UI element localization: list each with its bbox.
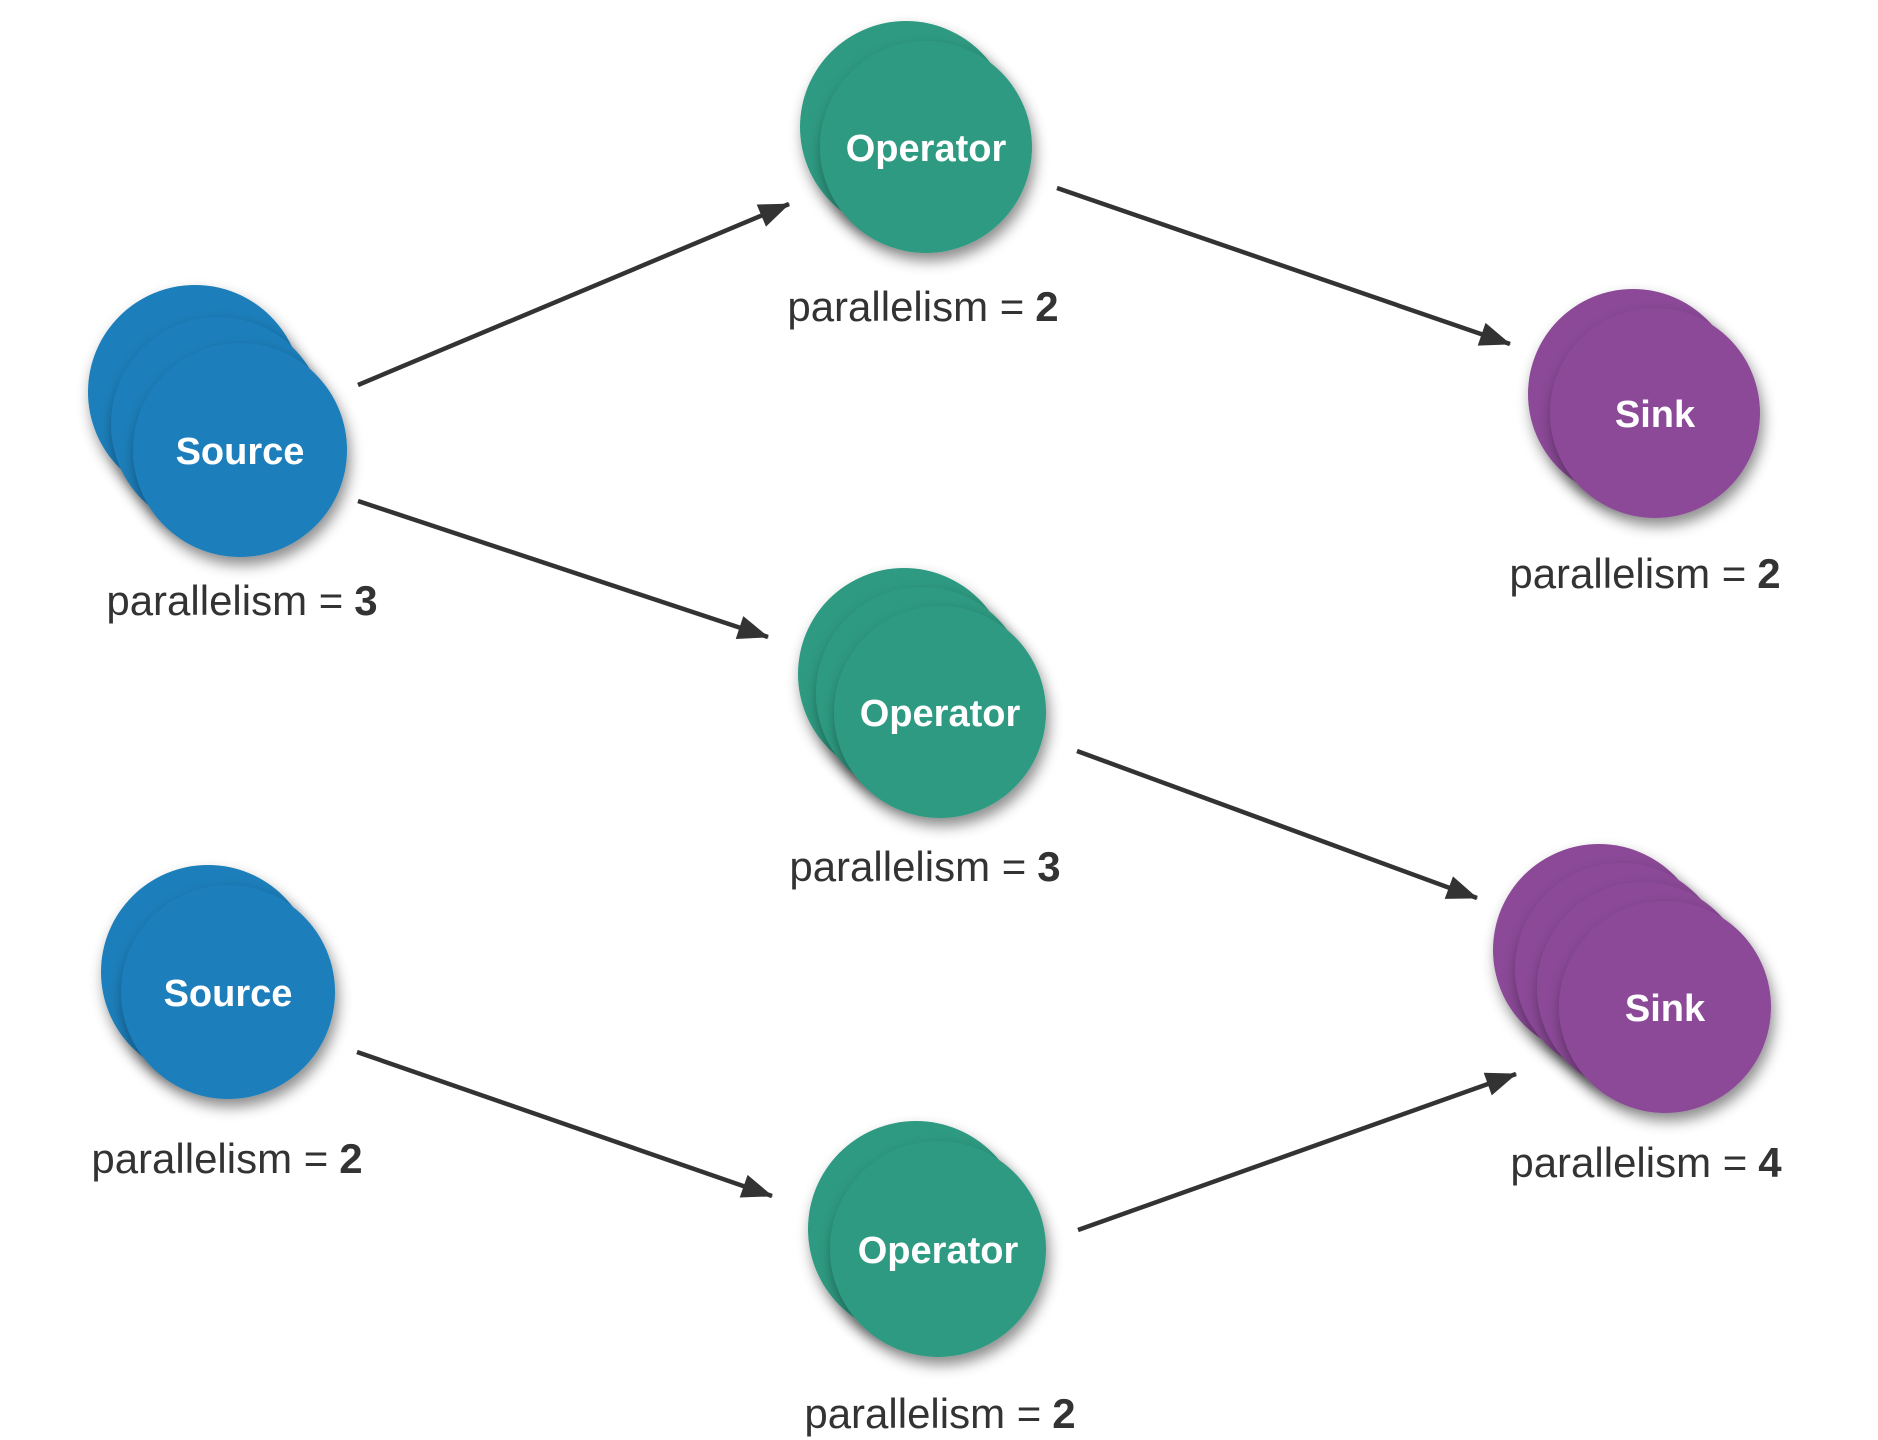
parallelism-label-sink-top: parallelism =2 [1509, 550, 1780, 597]
node-sink-top: Sink [1528, 289, 1760, 518]
node-source-bottom: Source [101, 865, 335, 1099]
parallelism-prefix: parallelism = [789, 843, 1026, 890]
operator-top-label: Operator [846, 128, 1007, 170]
parallelism-prefix: parallelism = [787, 283, 1024, 330]
operator-bottom-instance-1-circle [830, 1141, 1046, 1357]
parallelism-label-source-bottom: parallelism =2 [91, 1135, 362, 1182]
source-top-instance-1-circle [133, 343, 347, 557]
node-operator-middle: Operator [798, 568, 1046, 818]
parallelism-prefix: parallelism = [106, 577, 343, 624]
operator-top-instance-1-circle [820, 41, 1032, 253]
edge-source-bottom-to-operator-bottom [356, 1049, 773, 1199]
operator-middle-label: Operator [860, 693, 1021, 735]
parallelism-value: 4 [1758, 1139, 1782, 1186]
parallelism-label-source-top: parallelism =3 [106, 577, 377, 624]
parallelism-label-operator-middle: parallelism =3 [789, 843, 1060, 890]
parallelism-prefix: parallelism = [91, 1135, 328, 1182]
edge-source-top-to-operator-middle [357, 498, 769, 640]
parallelism-label-sink-bottom: parallelism =4 [1510, 1139, 1782, 1186]
sink-bottom-label: Sink [1625, 988, 1706, 1030]
parallelism-value: 3 [354, 577, 377, 624]
edge-operator-top-to-sink-top [1056, 185, 1511, 347]
source-bottom-label: Source [164, 973, 293, 1015]
parallelism-prefix: parallelism = [1509, 550, 1746, 597]
parallelism-prefix: parallelism = [804, 1390, 1041, 1437]
operator-middle-instance-1-circle [834, 606, 1046, 818]
edge-source-top-to-operator-top [357, 201, 790, 388]
node-sink-bottom: Sink [1493, 844, 1771, 1113]
sink-bottom-instance-1-circle [1559, 901, 1771, 1113]
edge-operator-bottom-to-sink-bottom [1077, 1071, 1517, 1233]
sink-top-instance-1-circle [1550, 308, 1760, 518]
sink-top-label: Sink [1615, 394, 1696, 436]
parallelism-value: 2 [1035, 283, 1058, 330]
parallelism-value: 3 [1037, 843, 1060, 890]
parallelism-labels: parallelism =3 parallelism =2 parallelis… [91, 283, 1782, 1437]
node-source-top: Source [88, 285, 347, 557]
parallelism-value: 2 [1757, 550, 1780, 597]
edge-operator-middle-to-sink-bottom [1076, 748, 1478, 901]
parallelism-value: 2 [1052, 1390, 1075, 1437]
node-operator-top: Operator [800, 21, 1032, 253]
parallelism-value: 2 [339, 1135, 362, 1182]
node-operator-bottom: Operator [808, 1121, 1046, 1357]
parallelism-prefix: parallelism = [1510, 1139, 1747, 1186]
source-bottom-instance-1-circle [121, 885, 335, 1099]
edges [356, 185, 1517, 1233]
operator-bottom-label: Operator [858, 1230, 1019, 1272]
source-top-label: Source [176, 431, 305, 473]
parallelism-label-operator-top: parallelism =2 [787, 283, 1058, 330]
parallelism-label-operator-bottom: parallelism =2 [804, 1390, 1075, 1437]
